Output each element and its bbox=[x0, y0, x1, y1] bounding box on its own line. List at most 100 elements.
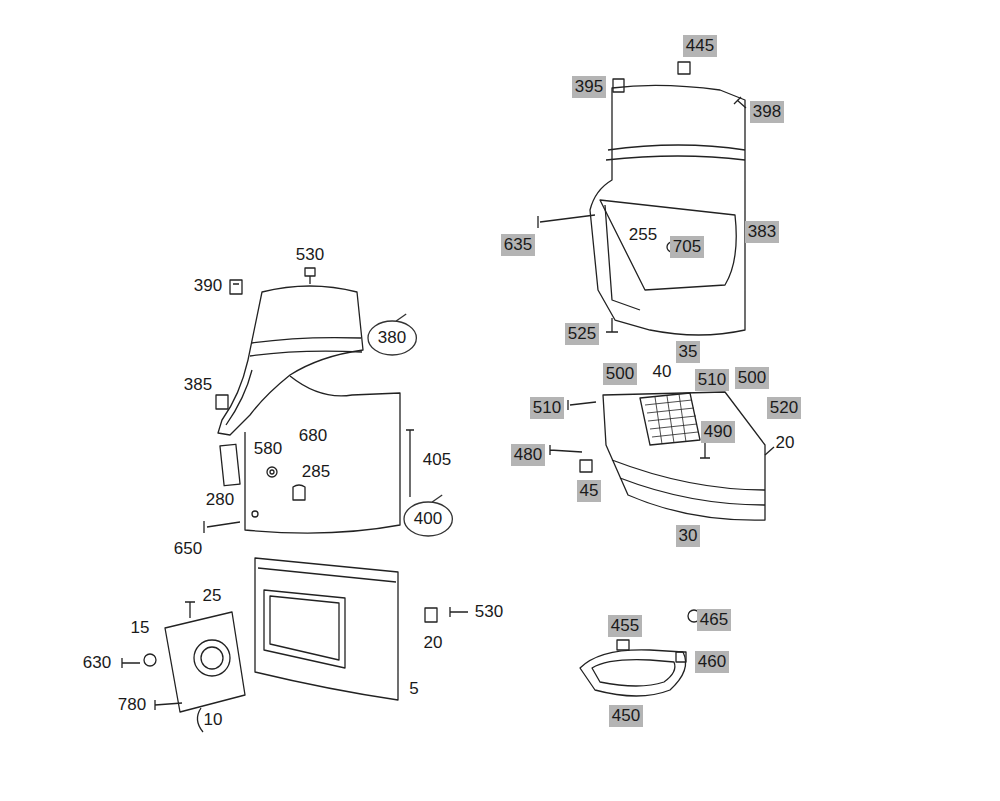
washer bbox=[144, 654, 156, 666]
bezel-outer bbox=[580, 650, 686, 696]
screw bbox=[734, 97, 746, 108]
callout-number: 400 bbox=[414, 509, 442, 529]
callout-number: 510 bbox=[698, 370, 726, 390]
nut bbox=[252, 511, 258, 517]
callout-number: 255 bbox=[629, 225, 657, 245]
washer bbox=[270, 470, 274, 474]
upper-band bbox=[608, 145, 745, 150]
highlighted-callout: 455 bbox=[608, 615, 642, 637]
callout-number: 445 bbox=[686, 36, 714, 56]
callout-number: 390 bbox=[194, 276, 222, 296]
highlighted-callout: 45 bbox=[577, 480, 602, 502]
callout-number: 780 bbox=[118, 695, 146, 715]
callout-number: 450 bbox=[612, 706, 640, 726]
cap-band bbox=[252, 338, 361, 343]
callout-number: 490 bbox=[704, 422, 732, 442]
circle-outline bbox=[404, 502, 452, 536]
screw bbox=[305, 268, 315, 284]
highlighted-callout: 460 bbox=[695, 651, 729, 673]
lower-piece bbox=[255, 558, 398, 700]
callout-number: 630 bbox=[83, 653, 111, 673]
callout-number: 500 bbox=[606, 364, 634, 384]
highlighted-callout: 510 bbox=[695, 369, 729, 391]
callout-number: 395 bbox=[575, 77, 603, 97]
callout-number: 510 bbox=[533, 398, 561, 418]
upper-cap bbox=[218, 286, 363, 435]
right-upper-piece bbox=[538, 62, 746, 335]
callout-number: 635 bbox=[504, 235, 532, 255]
light-housing bbox=[165, 612, 245, 712]
callout-number: 530 bbox=[475, 602, 503, 622]
screw bbox=[538, 215, 595, 228]
grille-piece bbox=[550, 392, 774, 520]
circled-callout: 380 bbox=[367, 320, 417, 356]
washer bbox=[267, 467, 277, 477]
callout-number: 465 bbox=[700, 610, 728, 630]
circled-callout: 400 bbox=[403, 501, 453, 537]
callout-number: 680 bbox=[299, 426, 327, 446]
light-lens bbox=[194, 640, 230, 676]
bracket bbox=[220, 444, 240, 485]
clip bbox=[293, 485, 305, 500]
grille-hatch bbox=[645, 394, 698, 444]
highlighted-callout: 490 bbox=[701, 421, 735, 443]
clip bbox=[617, 640, 629, 650]
bracket bbox=[605, 205, 640, 310]
highlighted-callout: 635 bbox=[501, 234, 535, 256]
callout-number: 20 bbox=[776, 433, 795, 453]
lower-rim bbox=[258, 568, 396, 582]
highlighted-callout: 445 bbox=[683, 35, 717, 57]
leader bbox=[765, 447, 774, 455]
callout-number: 650 bbox=[174, 539, 202, 559]
callout-number: 285 bbox=[302, 462, 330, 482]
callout-number: 480 bbox=[514, 445, 542, 465]
clip bbox=[678, 62, 690, 74]
callout-number: 705 bbox=[673, 237, 701, 257]
callout-number: 530 bbox=[296, 245, 324, 265]
screw bbox=[568, 400, 596, 410]
middle-panel bbox=[204, 376, 414, 533]
screw bbox=[185, 602, 195, 618]
clip bbox=[613, 79, 624, 92]
callout-number: 405 bbox=[423, 450, 451, 470]
callout-number: 383 bbox=[748, 222, 776, 242]
callout-number: 460 bbox=[698, 652, 726, 672]
grille-mesh bbox=[640, 393, 700, 445]
panel-outline bbox=[245, 376, 400, 533]
highlighted-callout: 500 bbox=[603, 363, 637, 385]
hand-circle bbox=[197, 708, 203, 732]
highlighted-callout: 705 bbox=[670, 236, 704, 258]
callout-number: 5 bbox=[409, 679, 418, 699]
circle-outline bbox=[368, 321, 416, 355]
rod bbox=[406, 430, 414, 497]
callout-number: 580 bbox=[254, 439, 282, 459]
highlighted-callout: 383 bbox=[745, 221, 779, 243]
highlighted-callout: 510 bbox=[530, 397, 564, 419]
screw bbox=[700, 442, 710, 458]
callout-number: 45 bbox=[580, 481, 599, 501]
upper-outline bbox=[590, 85, 745, 335]
highlighted-callout: 480 bbox=[511, 444, 545, 466]
callout-number: 380 bbox=[378, 328, 406, 348]
callout-number: 40 bbox=[653, 362, 672, 382]
circle-tail bbox=[432, 495, 442, 502]
upper-band bbox=[606, 156, 745, 160]
highlighted-callout: 35 bbox=[676, 341, 701, 363]
callout-number: 280 bbox=[206, 490, 234, 510]
callout-number: 500 bbox=[738, 368, 766, 388]
cap-band bbox=[250, 351, 362, 356]
cap-band bbox=[226, 370, 252, 425]
highlighted-callout: 465 bbox=[697, 609, 731, 631]
callout-number: 520 bbox=[770, 398, 798, 418]
clip bbox=[216, 395, 228, 409]
light-lens bbox=[201, 647, 223, 669]
cap-outline bbox=[218, 286, 363, 435]
callout-number: 15 bbox=[131, 618, 150, 638]
callout-number: 30 bbox=[679, 526, 698, 546]
screw bbox=[122, 658, 140, 668]
highlighted-callout: 398 bbox=[750, 101, 784, 123]
callout-number: 525 bbox=[568, 324, 596, 344]
clip bbox=[580, 460, 592, 472]
highlighted-callout: 30 bbox=[676, 525, 701, 547]
